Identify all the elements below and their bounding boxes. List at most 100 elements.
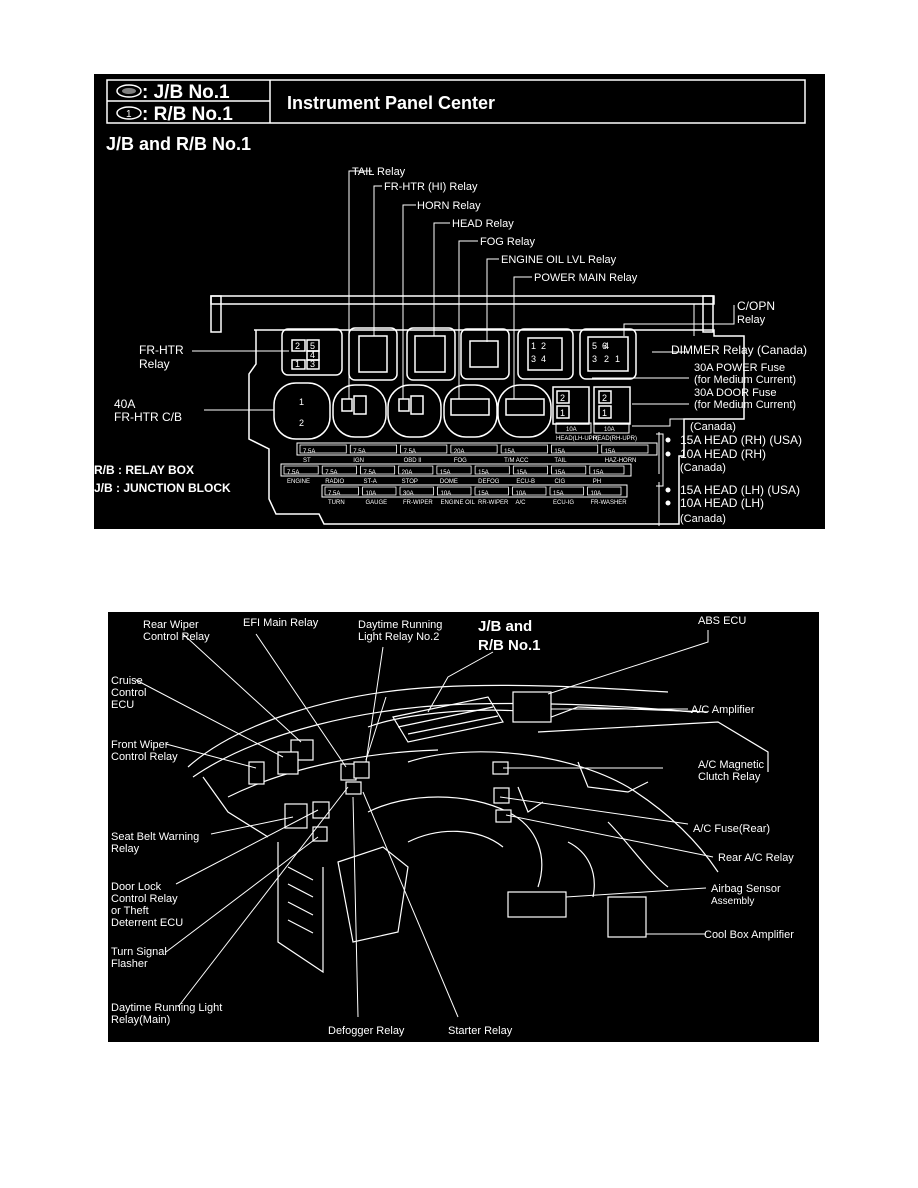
- fuse-name-label: HAZ-HORN: [605, 458, 637, 464]
- cb-label-2: FR-HTR C/B: [114, 410, 182, 424]
- fuse-slot: [324, 486, 359, 496]
- jb-rb-layout-panel: : J/B No.1 1 : R/B No.1 Instrument Panel…: [94, 74, 825, 529]
- fuse-slot: [400, 444, 448, 454]
- svg-text:4: 4: [310, 350, 315, 360]
- fuse-name-label: CIG: [555, 479, 566, 485]
- seat-belt-label-1: Seat Belt Warning: [111, 831, 199, 843]
- svg-text:3: 3: [592, 354, 597, 364]
- block-outline: [210, 295, 745, 525]
- amp-10a-2: 10A: [604, 427, 615, 433]
- relay-row: [281, 327, 637, 381]
- fuse-name-label: FR-WASHER: [591, 500, 628, 506]
- head-rh-can-label-2: (Canada): [680, 462, 726, 474]
- copn-label-1: C/OPN: [737, 299, 775, 313]
- tail-relay-label: TAIL Relay: [352, 166, 406, 178]
- turn-signal-label-2: Flasher: [111, 958, 148, 970]
- fuse-slot: [360, 465, 396, 475]
- fuse-slot: [587, 486, 622, 496]
- fuse-name-label: ST-A: [363, 479, 376, 485]
- head-lh-upr-label: HEAD(LH-UPR): [556, 436, 599, 442]
- fuse-amp-label: 7.5A: [363, 470, 375, 476]
- right-callouts: C/OPN Relay DIMMER Relay (Canada) 30A PO…: [592, 299, 807, 526]
- door-lock-label-3: or Theft: [111, 905, 149, 917]
- rear-ac-label: Rear A/C Relay: [718, 852, 794, 864]
- left-callouts: FR-HTR Relay 40A FR-HTR C/B: [114, 343, 289, 424]
- fuse-name-label: FOG: [454, 458, 467, 464]
- fuse-name-label: ENGINE OIL: [441, 500, 476, 506]
- jb-block-drawing: [392, 696, 504, 743]
- power-main-relay: [579, 328, 637, 380]
- frhtr-relay-label-2: Relay: [139, 357, 170, 371]
- svg-text:2: 2: [541, 341, 546, 351]
- jb-symbol-icon: [116, 84, 142, 98]
- fuse-amp-label: 15A: [504, 449, 515, 455]
- frhtr-relay-label-1: FR-HTR: [139, 343, 184, 357]
- fuse-slot: [474, 486, 509, 496]
- fuse-name-label: STOP: [402, 479, 418, 485]
- svg-text:1: 1: [560, 408, 565, 418]
- panel-header: : J/B No.1 1 : R/B No.1 Instrument Panel…: [106, 79, 806, 125]
- fuse-rows: [280, 422, 658, 498]
- ac-amp-label: A/C Amplifier: [691, 704, 755, 716]
- svg-text:5: 5: [592, 341, 597, 351]
- drl2-label-1: Daytime Running: [358, 619, 442, 631]
- fuse-amp-label: 7.5A: [328, 491, 340, 497]
- dashboard-illustration: [187, 684, 769, 974]
- jb-legend-text: J/B : JUNCTION BLOCK: [94, 481, 231, 495]
- fuse-slot: [549, 486, 584, 496]
- svg-text:1: 1: [615, 354, 620, 364]
- fuse-slot: [299, 444, 347, 454]
- fuse-amp-label: 15A: [555, 470, 566, 476]
- fuse-slot: [399, 486, 434, 496]
- svg-text:1: 1: [299, 397, 304, 407]
- power-fuse-label-2: (for Medium Current): [694, 374, 796, 386]
- fuse-slot: [474, 465, 510, 475]
- head-lh-can-label-1: 10A HEAD (LH): [680, 496, 764, 510]
- fuse-name-label: ENGINE: [287, 479, 310, 485]
- location-title: Instrument Panel Center: [287, 93, 495, 113]
- fuse-slot: [437, 486, 472, 496]
- fuse-amp-label: 15A: [605, 449, 616, 455]
- cruise-label-3: ECU: [111, 699, 134, 711]
- fuse-slot: [283, 465, 319, 475]
- horn-relay: [406, 327, 456, 381]
- seat-belt-label-2: Relay: [111, 843, 140, 855]
- fuse-slot: [398, 465, 434, 475]
- location-drawing-panel: Rear Wiper Control Relay EFI Main Relay …: [108, 612, 819, 1042]
- fuse-amp-label: 15A: [593, 470, 604, 476]
- fuse-amp-label: 7.5A: [325, 470, 337, 476]
- fuse-slot: [512, 486, 547, 496]
- ac-mag-label-1: A/C Magnetic: [698, 759, 765, 771]
- horn-relay-label: HORN Relay: [417, 200, 481, 212]
- engine-oil-relay-label: ENGINE OIL LVL Relay: [501, 254, 617, 266]
- svg-text:1: 1: [295, 359, 300, 369]
- door-lock-label-1: Door Lock: [111, 881, 162, 893]
- drl2-label-2: Light Relay No.2: [358, 631, 439, 643]
- fuse-amp-label: 10A: [366, 491, 377, 497]
- fuse-name-label: TURN: [328, 500, 345, 506]
- jb-label-2: R/B No.1: [478, 637, 541, 654]
- power-fuse-label-1: 30A POWER Fuse: [694, 362, 785, 374]
- fuse-name-label: GAUGE: [366, 500, 388, 506]
- fuse-amp-label: 20A: [402, 470, 413, 476]
- drl-main-label-1: Daytime Running Light: [111, 1002, 222, 1014]
- power-main-relay-label: POWER MAIN Relay: [534, 272, 638, 284]
- fuse-name-label: TAIL: [554, 458, 567, 464]
- fuse-name-label: ECU-IG: [553, 500, 574, 506]
- svg-text:2: 2: [299, 418, 304, 428]
- fuse-slot: [500, 444, 548, 454]
- head-lh-usa-label: 15A HEAD (LH) (USA): [680, 483, 800, 497]
- fuse-amp-label: 7.5A: [404, 449, 416, 455]
- fuse-name-label: ST: [303, 458, 311, 464]
- fuse-name-label: PH: [593, 479, 601, 485]
- fuse-name-label: DEFOG: [478, 479, 500, 485]
- svg-text:2: 2: [604, 354, 609, 364]
- relay-callouts: [348, 170, 712, 399]
- fog-relay-label: FOG Relay: [480, 236, 536, 248]
- drl-main-label-2: Relay(Main): [111, 1014, 170, 1026]
- fuse-slot: [551, 465, 587, 475]
- airbag-label-2: Assembly: [711, 896, 754, 907]
- fuse-amp-label: 15A: [478, 491, 489, 497]
- leader-lines: [135, 630, 714, 1018]
